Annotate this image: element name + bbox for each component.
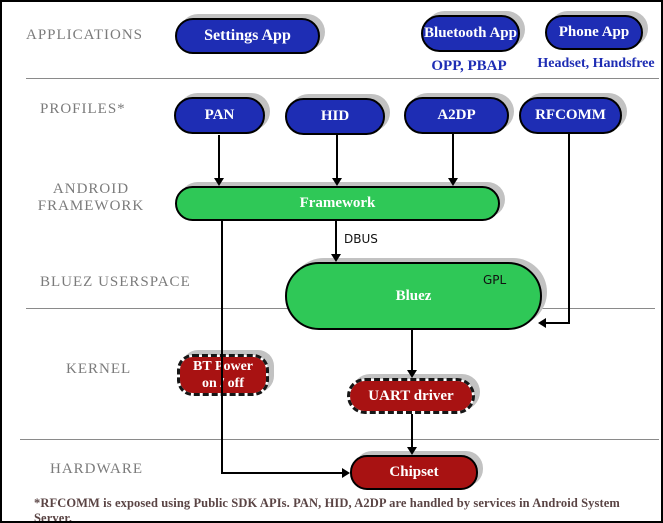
arrowhead-bluez-to-uart	[407, 370, 417, 378]
layer-label-android-framework: ANDROID FRAMEWORK	[37, 181, 145, 214]
arrowhead-uart-to-chipset	[407, 447, 417, 455]
arrowhead-to-chipset-left	[342, 468, 350, 478]
arrow-uart-to-chipset	[411, 414, 413, 448]
layer-label-applications: APPLICATIONS	[26, 27, 144, 43]
footnote-text: *RFCOMM is exposed using Public SDK APIs…	[34, 496, 620, 523]
arrow-bluez-to-uart	[411, 330, 413, 372]
layer-label-bluez-userspace: BLUEZ USERSPACE	[40, 274, 191, 290]
layer-label-kernel: KERNEL	[66, 361, 132, 377]
node-rfcomm-profile: RFCOMM	[519, 97, 622, 134]
node-framework: Framework	[175, 186, 500, 221]
arrow-rfcomm-to-bluez-vertical	[568, 134, 570, 324]
node-phone-app: Phone App	[545, 15, 643, 50]
arrowhead-framework-to-bluez	[331, 254, 341, 262]
bluez-license-label: GPL	[483, 273, 507, 287]
bluetooth-app-profiles-label: OPP, PBAP	[431, 58, 507, 74]
arrowhead-pan-to-framework	[214, 178, 224, 186]
arrow-framework-to-chipset-vertical	[221, 221, 223, 474]
arrow-a2dp-to-framework	[452, 134, 454, 180]
node-chipset: Chipset	[350, 455, 478, 490]
arrowhead-a2dp-to-framework	[448, 178, 458, 186]
layer-label-hardware: HARDWARE	[50, 461, 143, 477]
node-bluetooth-app: Bluetooth App	[421, 15, 520, 52]
layer-divider-kernel-hardware	[20, 439, 659, 440]
layer-label-profiles: PROFILES*	[40, 101, 126, 117]
arrow-rfcomm-to-bluez-horizontal	[545, 322, 570, 324]
node-pan-profile: PAN	[174, 97, 265, 134]
arrowhead-hid-to-framework	[332, 178, 342, 186]
dbus-connection-label: DBUS	[344, 232, 378, 246]
arrowhead-rfcomm-to-bluez	[538, 318, 546, 328]
arrow-framework-to-chipset-horizontal	[221, 472, 344, 474]
node-uart-driver: UART driver	[347, 378, 475, 414]
node-hid-profile: HID	[285, 98, 385, 135]
phone-app-profiles-label: Headset, Handsfree	[537, 56, 655, 71]
node-settings-app: Settings App	[175, 18, 320, 54]
arrow-hid-to-framework	[336, 135, 338, 180]
arrow-pan-to-framework	[218, 135, 220, 180]
node-bluez: Bluez	[285, 262, 542, 330]
node-a2dp-profile: A2DP	[404, 97, 509, 134]
layer-divider-applications-profiles	[26, 78, 659, 79]
arrow-framework-to-bluez	[335, 221, 337, 255]
